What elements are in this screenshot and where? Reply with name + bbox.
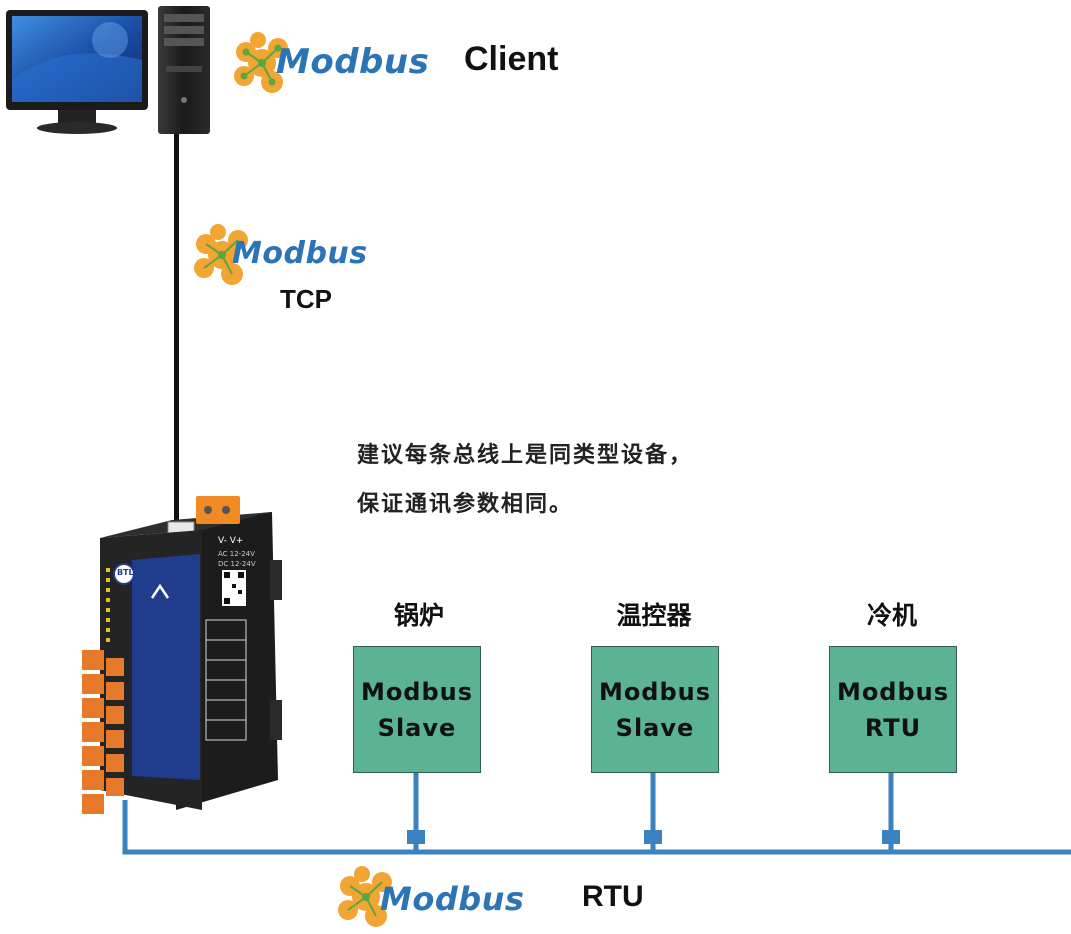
device-role: Slave: [615, 713, 695, 742]
tcp-cable: [174, 134, 179, 534]
computer-icon: [6, 6, 210, 134]
device-title-thermostat: 温控器: [616, 601, 692, 630]
device-protocol: Modbus: [836, 677, 950, 706]
device-title-boiler: 锅炉: [393, 601, 444, 630]
modbus-rtu-label: Modbus RTU: [336, 862, 676, 932]
device-protocol: Modbus: [360, 677, 474, 706]
btl-badge: BTL: [117, 568, 134, 577]
spec-line-1: AC 12-24V: [218, 550, 255, 558]
device-title-chiller: 冷机: [866, 601, 917, 630]
device-box-boiler: Modbus Slave: [353, 646, 481, 773]
modbus-logo-text: Modbus: [232, 236, 368, 271]
bus-tap-3: [882, 830, 900, 844]
device-box-chiller: Modbus RTU: [829, 646, 957, 773]
modbus-logo-text: Modbus: [276, 42, 430, 82]
modbus-logo-icon: [234, 32, 288, 93]
tcp-label: TCP: [280, 284, 332, 314]
note-line-2: 保证通讯参数相同。: [357, 492, 574, 517]
device-role: RTU: [864, 713, 922, 742]
modbus-logo-text: Modbus: [380, 880, 525, 918]
modbus-logo-icon: [338, 866, 392, 927]
bus-tap-1: [407, 830, 425, 844]
modbus-tcp-label: Modbus TCP: [192, 220, 412, 320]
device-protocol: Modbus: [598, 677, 712, 706]
note-line-1: 建议每条总线上是同类型设备，: [357, 443, 694, 468]
spec-line-2: DC 12-24V: [218, 560, 256, 568]
modbus-client-label: Modbus Client: [232, 28, 592, 98]
bus-tap-2: [644, 830, 662, 844]
client-label: Client: [464, 40, 559, 78]
rtu-label: RTU: [582, 880, 644, 913]
power-label: V- V+: [218, 536, 244, 546]
gateway-device-body: [82, 496, 282, 814]
device-box-thermostat: Modbus Slave: [591, 646, 719, 773]
device-role: Slave: [377, 713, 457, 742]
gateway-device: V- V+ AC 12-24V DC 12-24V BTL: [72, 490, 292, 830]
modbus-logo-icon: [194, 224, 248, 285]
